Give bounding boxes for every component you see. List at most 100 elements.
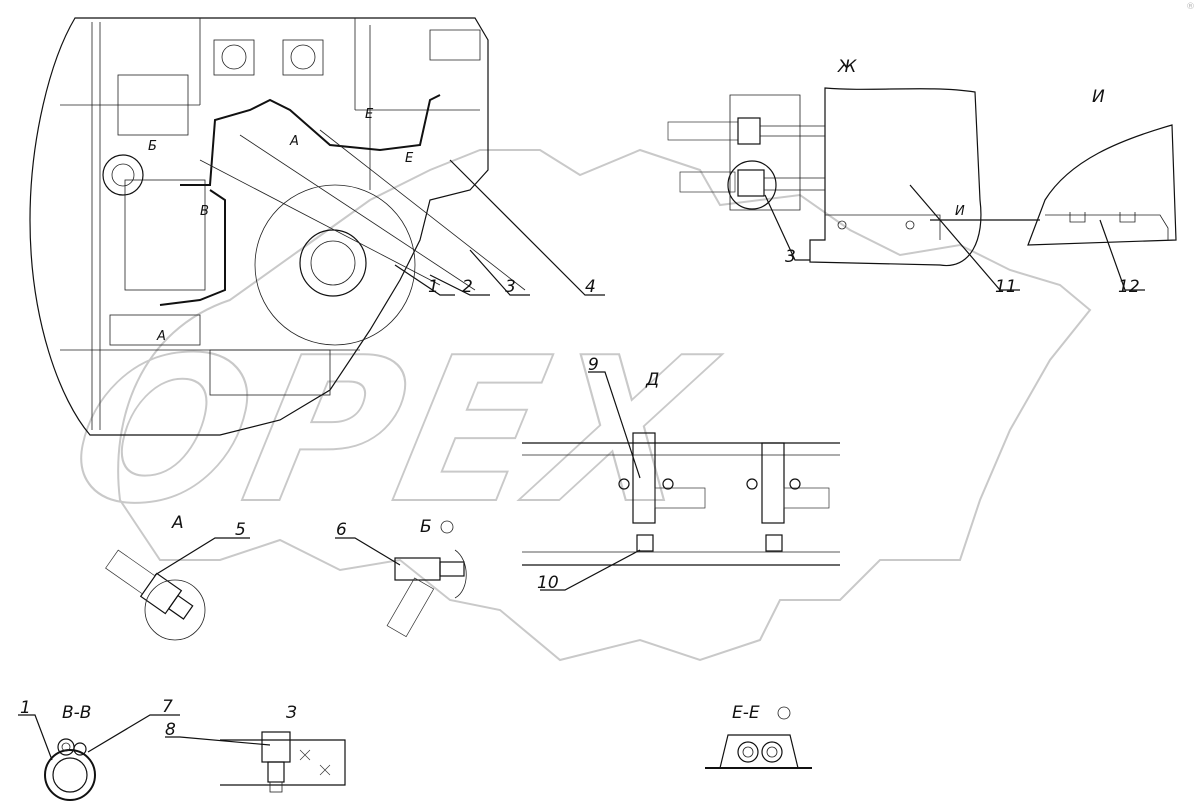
section-VV-wire-a-core xyxy=(61,742,71,752)
section-EE-wire-2 xyxy=(761,741,783,763)
view-D-clamp-2 xyxy=(761,442,785,524)
view-Zh-panel xyxy=(809,87,982,267)
inline-mark-B: Б xyxy=(148,139,157,154)
section-EE-wire-1-core xyxy=(742,746,754,758)
section-EE-rotation-mark xyxy=(777,706,791,720)
callout-3: 3 xyxy=(505,277,516,297)
view-A-boss xyxy=(144,579,206,641)
section-VV-tube-inner xyxy=(52,757,88,793)
callout-3b: 3 xyxy=(785,247,796,267)
gauge-panel-right xyxy=(282,39,324,76)
view-B: Б 6 xyxy=(335,517,467,638)
view-Zh-cable-lower xyxy=(679,171,736,193)
view-Z-nut xyxy=(269,781,283,793)
section-VV: В-В 1 7 xyxy=(18,697,180,801)
leader-8 xyxy=(165,736,271,746)
engine-bay-view: А А Б В Е Е xyxy=(29,17,526,436)
view-D-bolt-2b xyxy=(789,478,801,490)
main-callouts: 1 2 3 4 xyxy=(394,159,605,297)
view-I-housing xyxy=(1027,124,1177,246)
gauge-panel-left xyxy=(213,39,255,76)
view-D-bolt-1a xyxy=(618,478,630,490)
view-Zh-wire-lower xyxy=(764,177,825,191)
view-Zh-bolt-1 xyxy=(837,220,847,230)
view-I: И 12 xyxy=(1027,87,1177,297)
wiring-harness-down xyxy=(159,189,226,306)
view-Z-title: З xyxy=(286,703,297,723)
callout-2: 2 xyxy=(462,277,473,297)
wiring-harness-main xyxy=(180,94,441,186)
view-D-cable-1 xyxy=(654,487,706,509)
callout-11: 11 xyxy=(995,277,1017,297)
inline-mark-E-lower: Е xyxy=(405,151,414,166)
wheel-arc xyxy=(254,184,416,346)
leader-10 xyxy=(540,549,641,591)
callout-9: 9 xyxy=(588,355,599,375)
section-line-BB xyxy=(199,159,441,286)
leader-9 xyxy=(588,371,641,479)
callout-5: 5 xyxy=(235,520,246,540)
starter-flange xyxy=(102,154,144,196)
callout-6: 6 xyxy=(336,520,347,540)
leader-6 xyxy=(335,537,401,566)
leader-4 xyxy=(449,159,605,296)
view-Zh-cable-upper xyxy=(667,121,739,141)
watermark-gear-outline xyxy=(117,148,1092,662)
section-VV-wire-b xyxy=(73,742,87,756)
callout-10: 10 xyxy=(537,573,559,593)
view-D-nut-1 xyxy=(636,534,654,552)
inline-mark-E-upper: Е xyxy=(365,107,374,122)
leader-1b xyxy=(18,714,53,761)
view-B-rotation-mark xyxy=(440,520,454,534)
leader-5 xyxy=(154,537,250,576)
view-D-clamp-1 xyxy=(632,432,656,524)
callout-7: 7 xyxy=(162,697,173,717)
section-EE-title: Е-Е xyxy=(732,703,760,723)
view-Zh-connector-upper xyxy=(737,117,761,145)
leader-11 xyxy=(909,184,1020,291)
view-B-title: Б xyxy=(420,517,432,537)
watermark-text: OPEX xyxy=(54,314,732,547)
section-EE: Е-Е xyxy=(705,703,812,769)
lower-bracket xyxy=(109,314,201,346)
view-Z-bar xyxy=(220,739,346,786)
view-A-sensor-body xyxy=(139,572,183,615)
view-Zh-block-outline xyxy=(729,94,801,211)
view-I-bracket xyxy=(1045,212,1169,240)
callout-1b: 1 xyxy=(20,698,31,718)
callout-1: 1 xyxy=(428,277,439,297)
lower-plate xyxy=(209,349,331,396)
callout-12: 12 xyxy=(1118,277,1140,297)
view-A-sensor-tip xyxy=(167,594,194,620)
view-D-bolt-2a xyxy=(746,478,758,490)
view-Zh-title: Ж xyxy=(837,57,857,77)
section-EE-clip xyxy=(708,734,810,769)
section-VV-tube-outer xyxy=(44,749,96,801)
view-Zh-detail-circle xyxy=(727,160,777,210)
view-A: А 5 xyxy=(105,513,250,641)
section-line-2 xyxy=(239,134,476,291)
view-Zh-wire-upper xyxy=(760,125,825,137)
view-Z: З 8 xyxy=(165,703,346,793)
leader-12 xyxy=(1099,219,1145,291)
inline-mark-A-low: А xyxy=(156,329,166,344)
watermark: OPEX xyxy=(53,148,1092,662)
engine-bay-outline xyxy=(29,17,489,436)
view-I-title: И xyxy=(1092,87,1105,107)
view-D-rail xyxy=(522,442,840,566)
flywheel-housing-inner xyxy=(310,240,356,286)
inline-mark-A: А xyxy=(289,134,299,149)
inline-mark-I: И xyxy=(955,204,965,219)
leader-2 xyxy=(429,274,490,296)
view-D-cable-2 xyxy=(783,487,830,509)
view-Zh-bolt-2 xyxy=(905,220,915,230)
view-D-bolt-1b xyxy=(662,478,674,490)
view-B-tip xyxy=(439,561,465,577)
leader-7 xyxy=(87,714,180,753)
view-D-nut-2 xyxy=(765,534,783,552)
engine-block xyxy=(124,179,206,291)
section-line-3 xyxy=(319,129,526,291)
view-Zh: Ж 3 11 И xyxy=(667,57,1040,297)
view-Zh-panel-edge xyxy=(825,214,941,240)
